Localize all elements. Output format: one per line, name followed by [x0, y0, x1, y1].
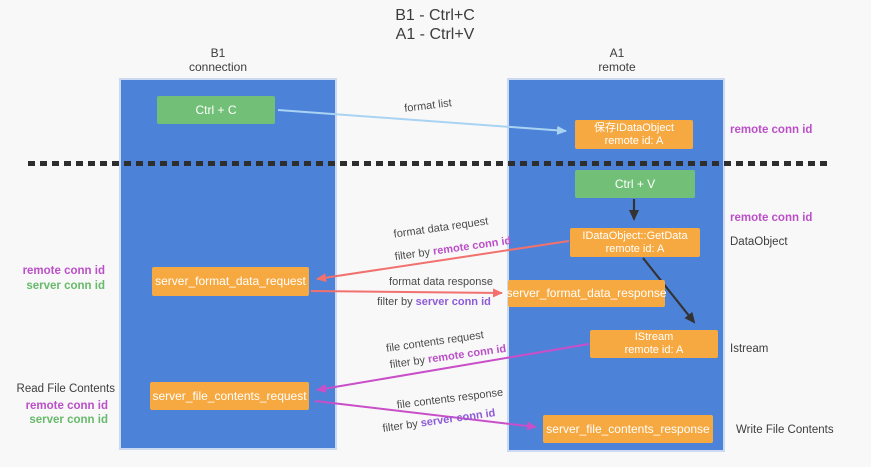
lane-header-b1: B1 connection	[158, 46, 278, 74]
server-conn-id-left-2: server conn id	[29, 414, 108, 426]
diagram-title: B1 - Ctrl+C A1 - Ctrl+V	[350, 6, 520, 44]
write-file-contents-label: Write File Contents	[736, 424, 834, 436]
save-idataobject-line1: 保存IDataObject	[593, 121, 675, 134]
server-format-data-request-box: server_format_data_request	[152, 267, 309, 296]
server-format-data-request-label: server_format_data_request	[155, 274, 306, 288]
lane-a1-sub: remote	[598, 60, 636, 74]
format-data-request-label: format data request	[392, 215, 490, 241]
lane-header-a1: A1 remote	[557, 46, 677, 74]
remote-conn-id-left-2: remote conn id	[25, 400, 108, 412]
istream-line1: IStream	[634, 331, 674, 343]
dashed-divider	[28, 161, 831, 166]
server-conn-id-text: server conn id	[415, 296, 491, 308]
remote-conn-id-text: remote conn id	[432, 234, 512, 258]
format-list-label: format list	[403, 97, 453, 115]
server-file-contents-request-box: server_file_contents_request	[150, 382, 309, 410]
save-idataobject-line2: remote id: A	[604, 134, 664, 147]
filter-by-text: filter by	[381, 418, 419, 435]
server-file-contents-response-label: server_file_contents_response	[546, 421, 710, 436]
server-conn-id-text: server conn id	[419, 407, 497, 430]
istream-box: IStream remote id: A	[590, 330, 718, 358]
remote-conn-id-right-1: remote conn id	[730, 124, 813, 136]
lane-a1-name: A1	[609, 46, 625, 60]
istream-side-label: Istream	[730, 343, 769, 355]
filter-by-text: filter by	[389, 354, 426, 372]
server-file-contents-request-label: server_file_contents_request	[152, 388, 307, 403]
read-file-contents-label: Read File Contents	[16, 383, 115, 395]
title-line-2: A1 - Ctrl+V	[395, 26, 475, 43]
filter-by-text: filter by	[377, 296, 413, 308]
remote-conn-id-right-2: remote conn id	[730, 212, 813, 224]
format-data-response-label: format data response	[389, 276, 493, 288]
arrow-format-data-response	[310, 288, 503, 298]
idataobject-getdata-box: IDataObject::GetData remote id: A	[570, 228, 700, 257]
istream-line2: remote id: A	[624, 344, 684, 356]
title-line-1: B1 - Ctrl+C	[395, 7, 475, 24]
filter-by-text: filter by	[394, 246, 431, 264]
ctrl-c-label: Ctrl + C	[195, 103, 237, 117]
ctrl-v-box: Ctrl + V	[575, 170, 695, 198]
ctrl-v-label: Ctrl + V	[614, 177, 656, 191]
idataobject-getdata-line2: remote id: A	[605, 242, 665, 255]
server-format-data-response-box: server_format_data_response	[506, 280, 667, 307]
server-format-data-response-label: server_format_data_response	[506, 286, 667, 300]
server-conn-id-left-1: server conn id	[26, 280, 105, 292]
save-idataobject-box: 保存IDataObject remote id: A	[575, 120, 693, 149]
idataobject-getdata-line1: IDataObject::GetData	[582, 229, 688, 242]
dataobject-label: DataObject	[730, 236, 788, 248]
ctrl-c-box: Ctrl + C	[157, 96, 275, 124]
remote-conn-id-left-1: remote conn id	[22, 265, 105, 277]
lane-b1-sub: connection	[188, 60, 248, 74]
server-file-contents-response-box: server_file_contents_response	[543, 415, 713, 443]
filter-by-server-conn-id-label-1: filter by server conn id	[374, 296, 494, 308]
lane-b1-name: B1	[210, 46, 226, 60]
